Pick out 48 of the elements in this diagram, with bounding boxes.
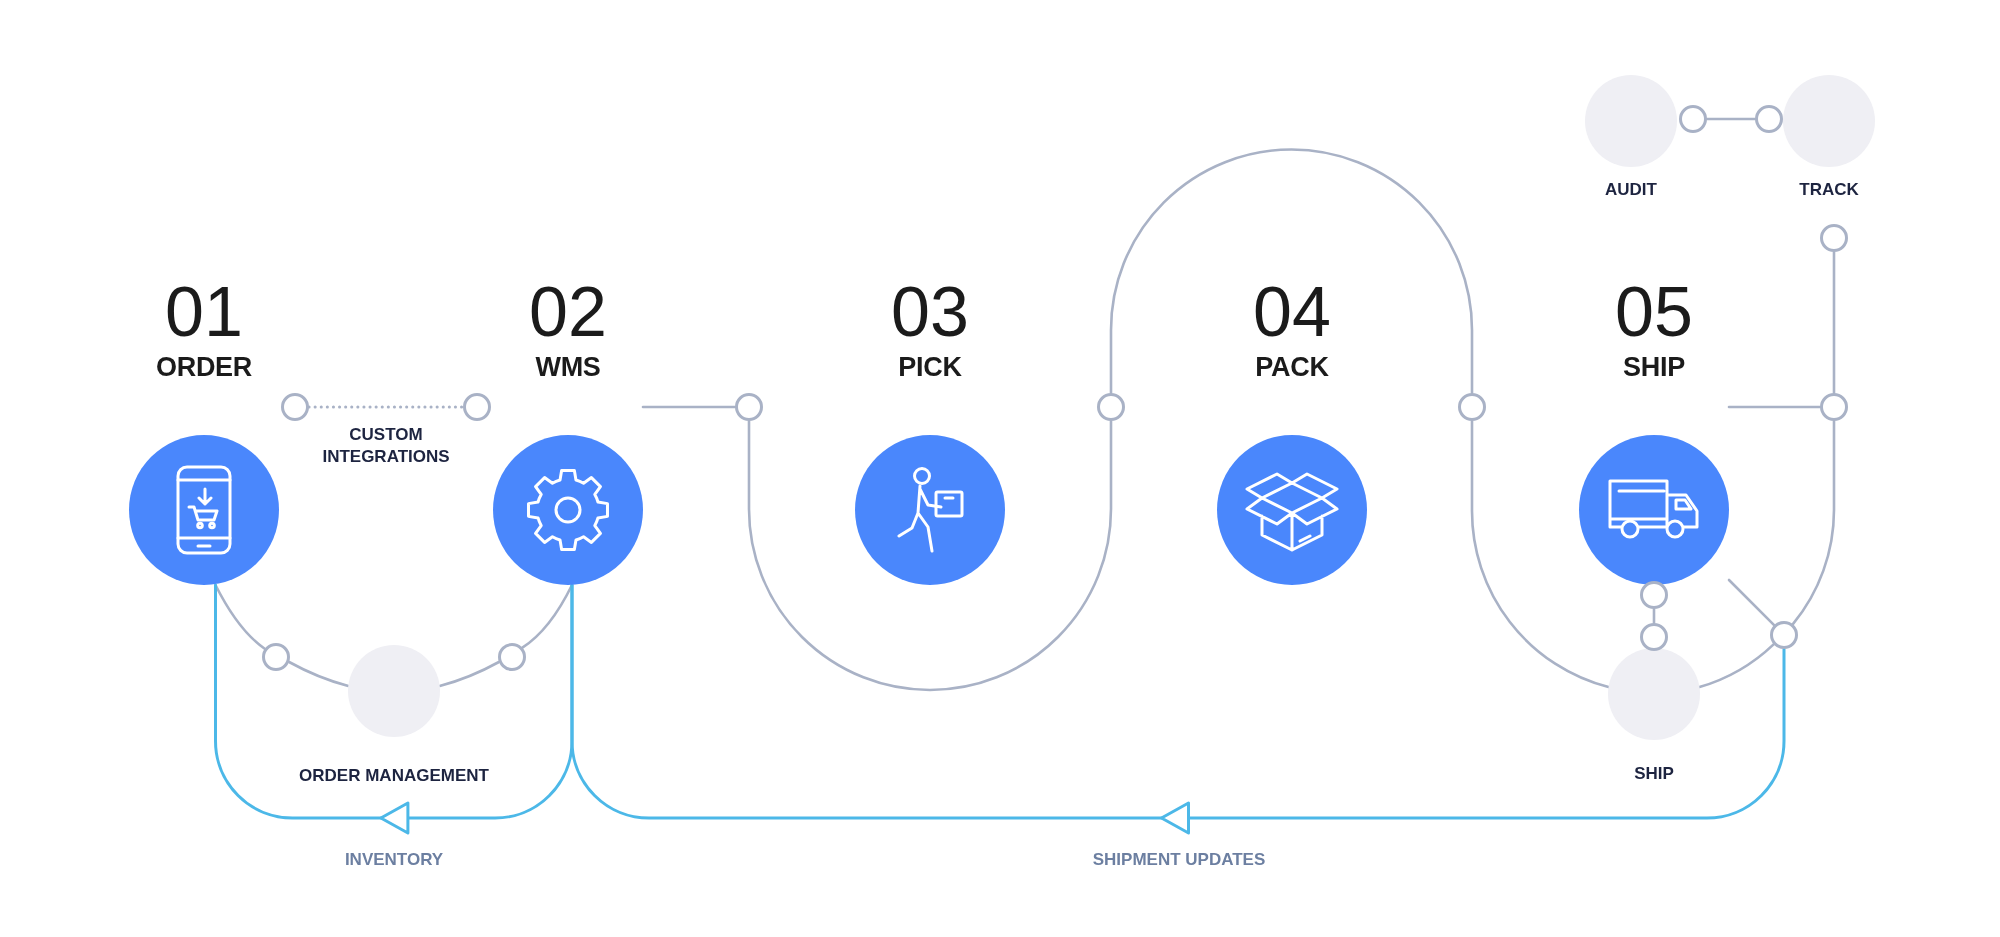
connector-line — [1727, 405, 1822, 409]
edge-label: SHIPMENT UPDATES — [1092, 849, 1266, 871]
edge-label: CUSTOM INTEGRATIONS — [322, 424, 450, 468]
connector-line — [1791, 419, 1836, 626]
connector-line — [1705, 117, 1757, 121]
connector-line — [747, 419, 1113, 691]
step-title: ORDER — [156, 352, 252, 382]
node-caption: SHIP — [1634, 763, 1674, 785]
junction-circle — [463, 393, 491, 421]
junction-circle — [1755, 105, 1783, 133]
step-number: 03 — [891, 277, 969, 347]
step-number: 05 — [1615, 277, 1693, 347]
junction-circle — [281, 393, 309, 421]
flow-arrow — [214, 583, 574, 835]
junction-circle — [735, 393, 763, 421]
junction-circle — [262, 643, 290, 671]
connector-line — [1727, 578, 1776, 627]
step-number: 04 — [1253, 277, 1331, 347]
connector-line — [641, 405, 737, 409]
junction-circle — [1679, 105, 1707, 133]
node-caption: ORDER MANAGEMENT — [299, 765, 489, 787]
connector-line — [1832, 250, 1836, 395]
step-number: 02 — [529, 277, 607, 347]
connector-line — [438, 660, 501, 688]
junction-circle — [1640, 623, 1668, 651]
step-title: PACK — [1255, 352, 1329, 382]
node-caption: TRACK — [1799, 179, 1859, 201]
junction-circle — [498, 643, 526, 671]
connector-line — [1698, 643, 1775, 689]
node-caption: AUDIT — [1605, 179, 1657, 201]
connector-line — [1470, 419, 1610, 689]
junction-circle — [1097, 393, 1125, 421]
connector-line — [521, 583, 574, 649]
junction-circle — [1770, 621, 1798, 649]
dotted-line — [307, 405, 465, 409]
step-title: PICK — [898, 352, 962, 382]
edge-label: INVENTORY — [344, 849, 444, 871]
junction-circle — [1458, 393, 1486, 421]
junction-circle — [1820, 393, 1848, 421]
step-number: 01 — [165, 277, 243, 347]
step-title: SHIP — [1623, 352, 1685, 382]
junction-circle — [1820, 224, 1848, 252]
connector-line — [214, 583, 266, 651]
junction-circle — [1640, 581, 1668, 609]
flow-arrow — [570, 583, 1786, 835]
connector-line — [1109, 148, 1474, 395]
step-title: WMS — [535, 352, 601, 382]
connector-line — [287, 660, 350, 688]
